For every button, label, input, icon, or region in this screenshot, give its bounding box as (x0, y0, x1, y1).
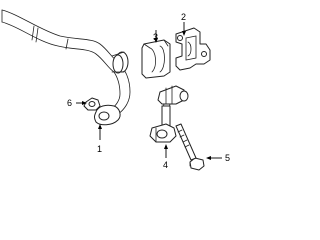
bolt-icon (175, 123, 205, 171)
callout-4-label: 4 (163, 160, 168, 170)
stabilizer-bar-icon (1, 9, 131, 126)
callout-6: 6 (67, 98, 87, 108)
parts-diagram: 1 2 3 3 4 5 6 (1, 9, 230, 171)
callout-2-label: 2 (181, 12, 186, 22)
bushing-bracket-icon (175, 27, 211, 71)
callout-5-label: 5 (225, 153, 230, 163)
nut-icon (83, 97, 101, 111)
callout-6-label: 6 (67, 98, 72, 108)
callout-3: 3 3 (153, 30, 158, 43)
callout-5: 5 (206, 153, 230, 163)
callout-1-label: 1 (97, 144, 102, 154)
callout-4: 4 (163, 144, 168, 170)
callout-2: 2 (181, 12, 186, 36)
callout-3-text: 3 (153, 32, 158, 42)
bushing-icon (141, 39, 171, 79)
callout-1: 1 (97, 124, 102, 154)
stabilizer-link-icon (149, 85, 189, 143)
